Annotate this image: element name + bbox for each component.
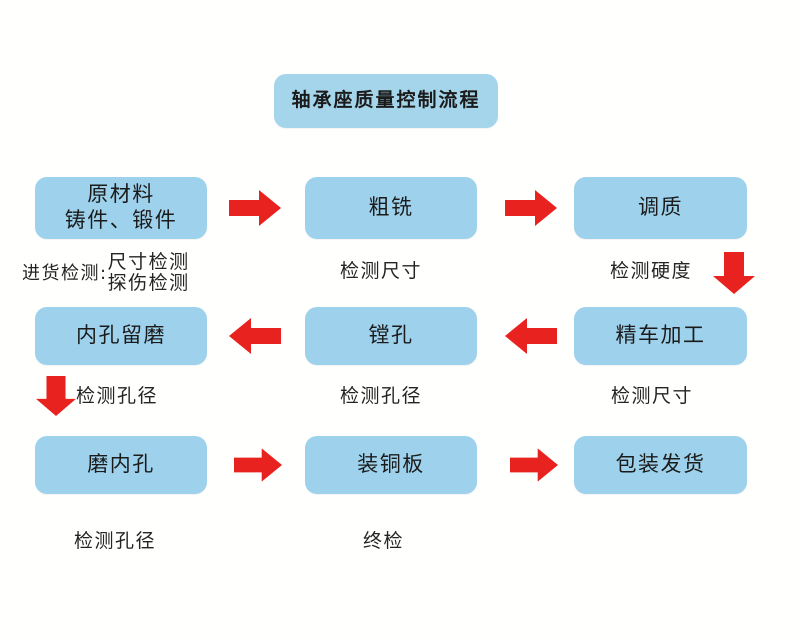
arrow-left-icon	[505, 318, 557, 354]
process-box-line: 调质	[638, 195, 683, 220]
arrow-right-icon	[229, 190, 281, 226]
caption-final-inspection: 终检	[363, 530, 404, 552]
caption-line: 检测硬度	[610, 260, 693, 282]
arrow-left-icon	[229, 318, 281, 354]
process-box-line: 装铜板	[357, 452, 425, 477]
process-box-rough-milling[interactable]: 粗铣	[305, 177, 477, 239]
process-box-line: 精车加工	[615, 323, 706, 348]
caption-incoming-inspection: 进货检测: 尺寸检测 探伤检测	[22, 251, 190, 295]
process-box-quench-temper[interactable]: 调质	[574, 177, 747, 239]
diagram-title-text: 轴承座质量控制流程	[291, 89, 481, 112]
arrow-right-icon	[510, 447, 558, 483]
process-box-line: 粗铣	[368, 195, 414, 220]
process-box-boring[interactable]: 镗孔	[305, 307, 477, 365]
arrow-right-icon	[505, 190, 557, 226]
process-box-line: 镗孔	[368, 323, 414, 348]
caption-line: 检测孔径	[74, 530, 157, 552]
process-box-package-ship[interactable]: 包装发货	[574, 436, 747, 494]
caption-line: 终检	[363, 530, 405, 552]
caption-line: 检测尺寸	[611, 385, 694, 407]
caption-lead-text: 进货检测:	[22, 262, 108, 284]
process-box-line: 原材料	[87, 182, 155, 207]
process-box-install-copper-plate[interactable]: 装铜板	[305, 436, 477, 494]
caption-dimension-check-1: 检测尺寸	[340, 260, 422, 282]
diagram-title-box: 轴承座质量控制流程	[274, 74, 498, 128]
caption-line: 检测孔径	[340, 385, 423, 407]
process-box-line: 包装发货	[615, 452, 706, 477]
process-box-bore-grind-allowance[interactable]: 内孔留磨	[35, 307, 207, 365]
arrow-right-icon	[234, 447, 282, 483]
arrow-down-icon	[713, 252, 755, 294]
process-box-raw-material[interactable]: 原材料 铸件、锻件	[35, 177, 207, 239]
caption-line: 检测孔径	[76, 385, 159, 407]
caption-bore-diameter-check-1: 检测孔径	[76, 385, 158, 407]
process-box-grind-bore[interactable]: 磨内孔	[35, 436, 207, 494]
caption-dimension-check-2: 检测尺寸	[611, 385, 693, 407]
caption-hardness-check: 检测硬度	[610, 260, 692, 282]
caption-bore-diameter-check-2: 检测孔径	[340, 385, 422, 407]
caption-line: 检测尺寸	[340, 260, 423, 282]
caption-stack: 尺寸检测 探伤检测	[107, 251, 190, 295]
arrow-down-icon	[36, 376, 76, 416]
process-box-line: 铸件、锻件	[64, 208, 178, 232]
caption-bore-diameter-check-3: 检测孔径	[74, 530, 156, 552]
process-box-finish-turning[interactable]: 精车加工	[574, 307, 747, 365]
caption-line: 探伤检测	[107, 272, 190, 295]
process-box-line: 内孔留磨	[76, 323, 166, 348]
process-box-line: 磨内孔	[87, 452, 155, 477]
caption-line: 尺寸检测	[107, 251, 190, 273]
